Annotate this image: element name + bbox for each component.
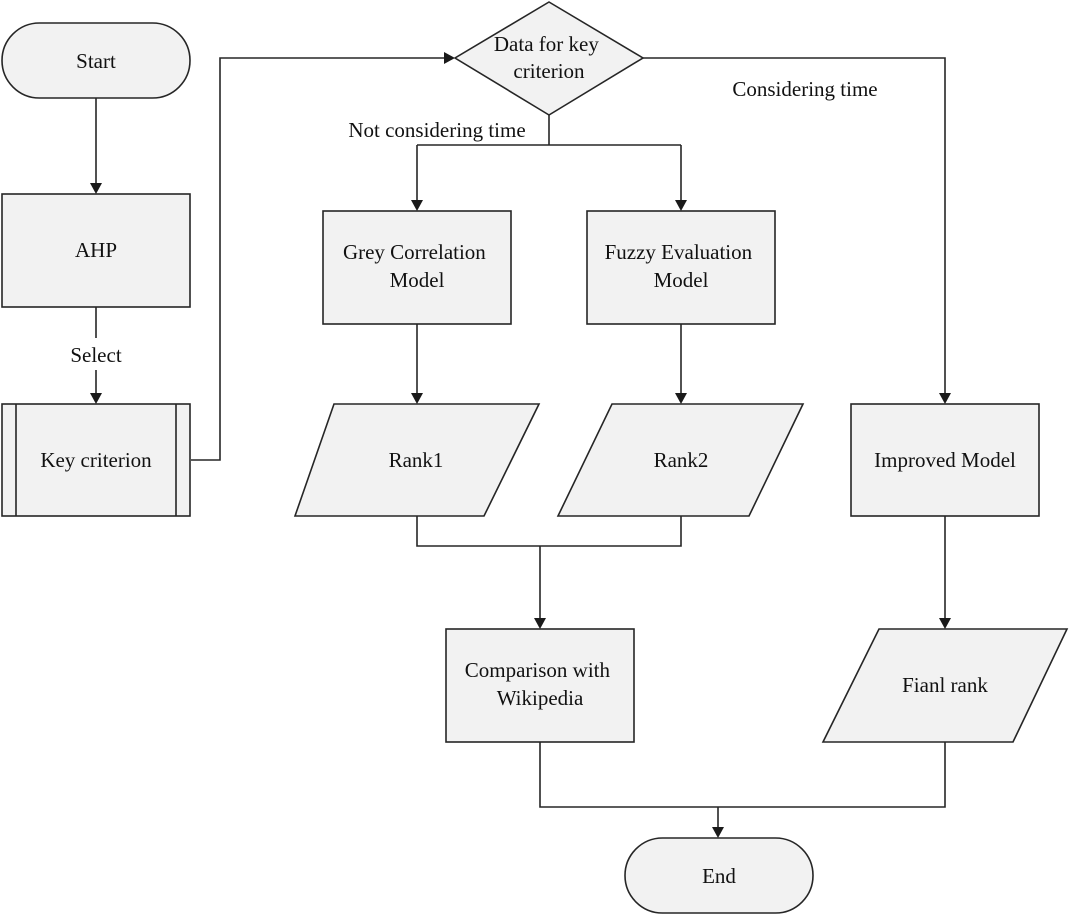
arrowhead-rank1	[411, 393, 423, 404]
grey-correlation-model-node: Grey Correlation Model	[322, 210, 512, 325]
key-criterion-node: Key criterion	[1, 403, 191, 517]
improved-model-label: Improved Model	[874, 448, 1016, 472]
ahp-node: AHP	[1, 193, 191, 308]
arrowhead-improved-model	[939, 393, 951, 404]
arrowhead-key-criterion	[90, 393, 102, 404]
rank2-node: Rank2	[556, 403, 805, 517]
start-label: Start	[76, 49, 116, 73]
final-rank-node: Fianl rank	[821, 628, 1069, 743]
arrowhead-rank2	[675, 393, 687, 404]
improved-model-node: Improved Model	[850, 403, 1040, 517]
rank2-label: Rank2	[654, 448, 709, 472]
data-decision-line-2: criterion	[513, 59, 585, 83]
data-decision-line-1: Data for key	[494, 32, 599, 56]
connectors	[90, 52, 951, 838]
fuzzy-model-line-2: Model	[654, 268, 709, 292]
arrowhead-end	[712, 827, 724, 838]
arrowhead-fuzzy-model	[675, 200, 687, 211]
key-criterion-label: Key criterion	[40, 448, 152, 472]
end-node: End	[624, 837, 814, 914]
comparison-line-2: Wikipedia	[497, 686, 584, 710]
arrowhead-comparison	[534, 618, 546, 629]
data-decision-node: Data for key criterion	[453, 1, 645, 116]
edge-label-select: Select	[70, 343, 121, 367]
ahp-label: AHP	[75, 238, 117, 262]
fuzzy-evaluation-model-node: Fuzzy Evaluation Model	[586, 210, 776, 325]
edge-decision-not-considering-time	[416, 115, 682, 202]
fuzzy-model-line-1: Fuzzy Evaluation	[605, 240, 753, 264]
data-decision-label: Data for key criterion	[494, 32, 604, 83]
fuzzy-evaluation-model-label: Fuzzy Evaluation Model	[605, 240, 758, 292]
rank1-label: Rank1	[389, 448, 444, 472]
start-node: Start	[1, 22, 191, 99]
rank1-node: Rank1	[293, 403, 541, 517]
final-rank-label: Fianl rank	[902, 673, 988, 697]
comparison-line-1: Comparison with	[465, 658, 611, 682]
edge-ranks-to-comparison	[416, 516, 682, 620]
grey-correlation-model-label: Grey Correlation Model	[343, 240, 491, 292]
edge-label-considering-time: Considering time	[732, 77, 877, 101]
comparison-label: Comparison with Wikipedia	[465, 658, 616, 710]
edge-key-criterion-to-data	[191, 57, 446, 461]
arrowhead-data-decision	[444, 52, 455, 64]
arrowhead-ahp	[90, 183, 102, 194]
arrowhead-grey-model	[411, 200, 423, 211]
edge-label-not-considering-time: Not considering time	[348, 118, 525, 142]
end-label: End	[702, 864, 736, 888]
grey-model-line-1: Grey Correlation	[343, 240, 486, 264]
edge-to-end	[539, 742, 946, 829]
grey-model-line-2: Model	[390, 268, 445, 292]
comparison-node: Comparison with Wikipedia	[445, 628, 635, 743]
arrowhead-final-rank	[939, 618, 951, 629]
edge-decision-considering-time	[643, 57, 946, 395]
